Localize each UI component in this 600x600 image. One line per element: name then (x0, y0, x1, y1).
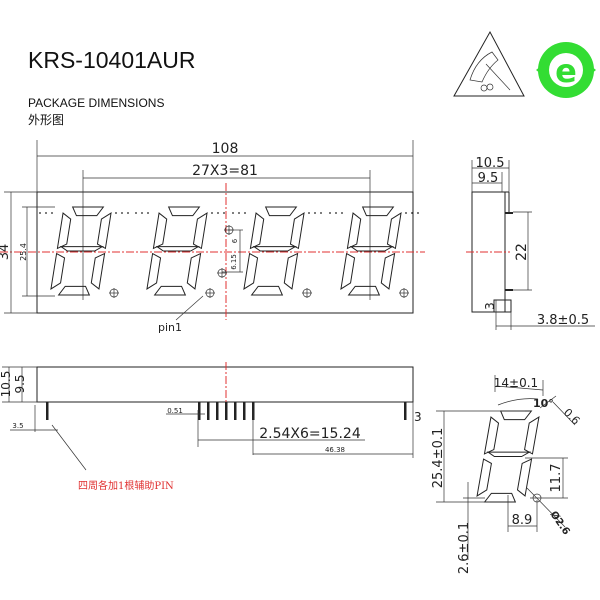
front-view: 108 27X3=81 34 25.4 6 6.15 pin1 (0, 140, 425, 334)
digit-4 (340, 206, 402, 296)
segment-outline (243, 252, 259, 290)
segment-outline (516, 458, 533, 497)
segment-outline (483, 492, 517, 503)
slant-angle-dim: 10° (533, 397, 554, 410)
digit-height-dim: 25.4 (19, 243, 28, 261)
digit-pitch-dim: 27X3=81 (192, 163, 258, 179)
pin (46, 402, 49, 420)
edge-offset-dim: 3.5 (12, 422, 23, 430)
segment-outline (349, 246, 395, 252)
bottom-view: 10.5 9.5 3.5 0.51 2.54X6=15.24 46.38 3 四… (0, 362, 422, 492)
pin-length-dim: 3.8±0.5 (537, 313, 589, 328)
section-title-cn: 外形图 (28, 113, 64, 127)
segment-outline (152, 212, 168, 250)
svg-text:e: e (555, 52, 577, 90)
overall-width-dim: 108 (212, 141, 239, 157)
pin-span-dim: 22 (514, 243, 530, 261)
pin-width-dim: 0.51 (167, 407, 183, 415)
bottom-body-depth-dim: 9.5 (13, 374, 27, 393)
digit-detail: 14±0.1 10° 0.6 25.4±0.1 11.7 8.9 Ø2.6 2.… (431, 375, 582, 574)
segment-outline (264, 206, 298, 217)
segment-outline (252, 246, 298, 252)
segment-outline (59, 246, 105, 252)
pin (198, 402, 201, 420)
segment-outline (96, 212, 112, 250)
side-body-depth-dim: 9.5 (478, 171, 499, 186)
detail-digit-outline (476, 410, 540, 503)
pin-pitch-dim: 2.54X6=15.24 (259, 426, 361, 442)
pin (243, 402, 246, 420)
detail-height-dim: 25.4±0.1 (431, 428, 446, 489)
dp-diameter-dim: Ø2.6 (548, 509, 573, 537)
auxiliary-pin-note: 四周各加1根辅助PIN (78, 479, 174, 492)
decimal-point-marker (532, 493, 542, 503)
dp-offset-dim: 8.9 (512, 513, 533, 528)
segment-outline (476, 458, 492, 497)
segment-outline (167, 206, 201, 217)
bottom-offset-dim: 2.6±0.1 (457, 522, 472, 574)
segment-outline (250, 285, 284, 296)
segment-outline (483, 416, 500, 455)
overall-height-dim: 34 (0, 244, 12, 261)
digit-3 (243, 206, 305, 296)
segment-outline (50, 252, 66, 290)
digit-1 (50, 206, 112, 296)
segment-outline (155, 246, 201, 252)
side-standoff-dim: 3 (483, 302, 497, 310)
detail-width-dim: 14±0.1 (494, 376, 538, 390)
segment-outline (146, 252, 162, 290)
pin-to-edge-dim: 46.38 (325, 446, 345, 454)
mid-height-dim: 11.7 (549, 464, 564, 493)
side-view: 10.5 9.5 22 3 3.8±0.5 (466, 156, 595, 330)
pin1-label: pin1 (158, 321, 182, 334)
segment-gap-dim: 0.6 (561, 406, 583, 428)
section-title: PACKAGE DIMENSIONS (28, 96, 164, 110)
segment-outline (283, 252, 299, 290)
segment-outline (386, 212, 402, 250)
segment-outline (340, 252, 356, 290)
segment-outline (192, 212, 208, 250)
segment-outline (249, 212, 265, 250)
segment-outline (56, 212, 72, 250)
segment-outline (380, 252, 396, 290)
bottom-total-depth-dim: 10.5 (0, 371, 13, 398)
segment-outline (71, 206, 105, 217)
environmental-protection-icon: e (536, 42, 596, 98)
part-number-title: KRS-10401AUR (28, 47, 195, 73)
pin (234, 402, 237, 420)
esd-warning-icon (453, 30, 525, 97)
segment-outline (90, 252, 106, 290)
segment-outline (347, 285, 381, 296)
bottom-standoff-dim: 3 (414, 410, 422, 424)
segment-outline (486, 451, 532, 457)
pin (225, 402, 228, 420)
dp-offset-1-dim: 6 (231, 238, 239, 243)
segment-outline (289, 212, 305, 250)
pin (216, 402, 219, 420)
pin (404, 402, 407, 420)
segment-outline (57, 285, 91, 296)
pin (207, 402, 210, 420)
segment-outline (361, 206, 395, 217)
segment-outline (186, 252, 202, 290)
segment-outline (346, 212, 362, 250)
segment-outline (153, 285, 187, 296)
dp-offset-2-dim: 6.15 (230, 254, 238, 270)
digit-2 (146, 206, 208, 296)
segment-outline (524, 416, 540, 455)
side-total-depth-dim: 10.5 (476, 156, 505, 171)
segment-outline (499, 410, 533, 421)
